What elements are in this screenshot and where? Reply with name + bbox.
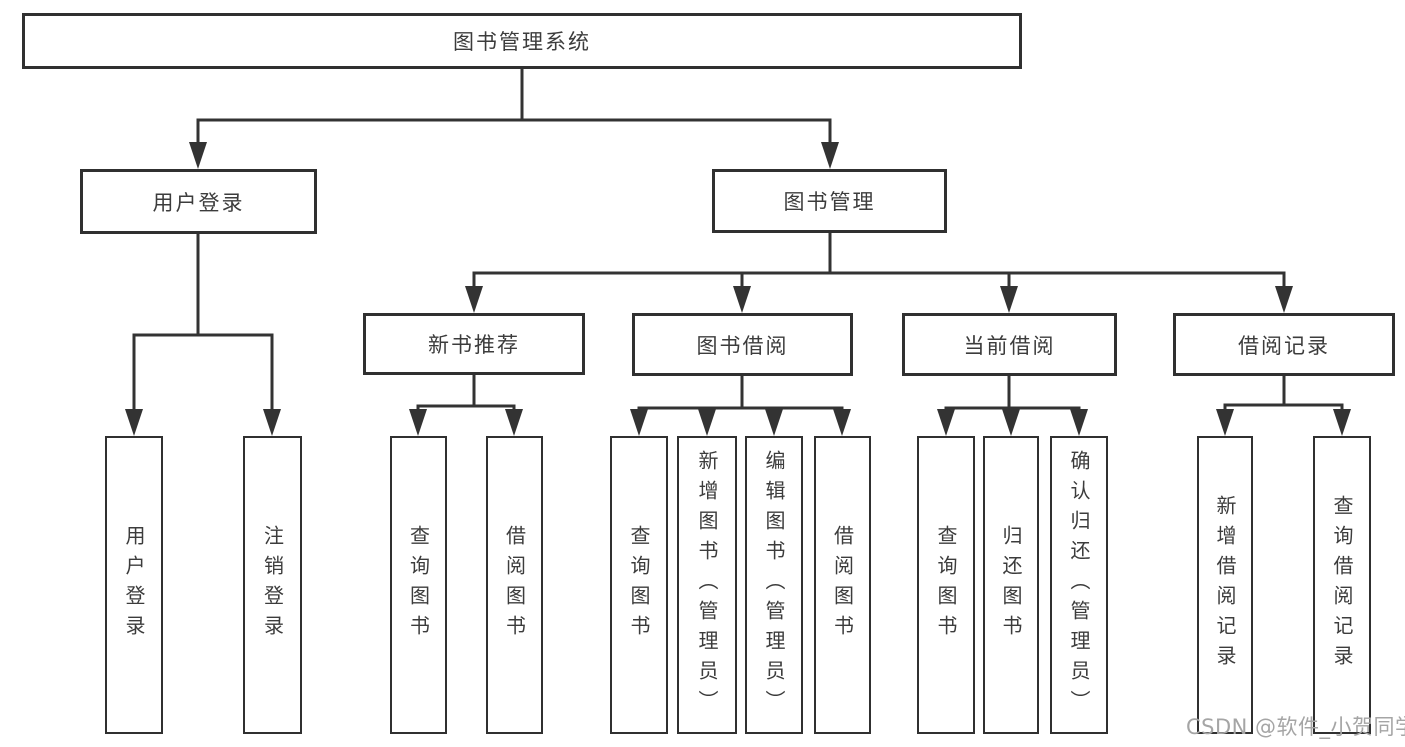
node-user-login: 用户登录	[80, 169, 317, 234]
arrow-down-icon	[1216, 409, 1234, 436]
node-label: 新增借阅记录	[1213, 495, 1237, 675]
node-label: 图书管理系统	[453, 30, 591, 54]
watermark: CSDN @软件_小贺同学	[1186, 715, 1405, 739]
leaf-current-return-books: 归还图书	[983, 436, 1039, 734]
leaf-current-confirm-return-admin: 确认归还（管理员）	[1050, 436, 1108, 734]
node-label: 借阅图书	[830, 525, 855, 645]
node-label: 查询借阅记录	[1330, 495, 1354, 675]
node-label: 查询图书	[406, 525, 431, 645]
node-label: 新增图书（管理员）	[695, 450, 719, 720]
node-label: 当前借阅	[963, 333, 1056, 358]
node-label: 查询图书	[934, 525, 958, 645]
arrow-down-icon	[1333, 409, 1351, 436]
leaf-borrowing-query-books: 查询图书	[610, 436, 668, 734]
connector-borrowing-records-to-leaves	[1216, 374, 1351, 436]
arrow-down-icon	[189, 142, 207, 169]
leaf-records-query-record: 查询借阅记录	[1313, 436, 1371, 734]
arrow-down-icon	[698, 409, 716, 436]
node-label: 编辑图书（管理员）	[762, 450, 786, 720]
node-label: 确认归还（管理员）	[1067, 450, 1091, 720]
arrow-down-icon	[937, 409, 955, 436]
arrow-down-icon	[765, 409, 783, 436]
leaf-borrowing-add-books-admin: 新增图书（管理员）	[677, 436, 737, 734]
arrow-down-icon	[1070, 409, 1088, 436]
leaf-recommend-borrow-books: 借阅图书	[486, 436, 543, 734]
arrow-down-icon	[1275, 286, 1293, 313]
connector-current-borrowing-to-leaves	[937, 374, 1088, 436]
node-label: 归还图书	[999, 525, 1023, 645]
node-label: 图书借阅	[696, 333, 789, 358]
arrow-down-icon	[409, 409, 427, 436]
node-book-management: 图书管理	[712, 169, 947, 233]
node-current-borrowing: 当前借阅	[902, 313, 1117, 376]
arrow-down-icon	[263, 409, 281, 436]
node-label: 图书管理	[783, 190, 876, 214]
arrow-down-icon	[465, 286, 483, 313]
leaf-borrowing-edit-books-admin: 编辑图书（管理员）	[745, 436, 803, 734]
leaf-logout: 注销登录	[243, 436, 302, 734]
connector-user-login-to-leaves	[125, 232, 281, 436]
node-label: 注销登录	[260, 525, 285, 645]
node-label: 新书推荐	[428, 333, 520, 357]
leaf-current-query-books: 查询图书	[917, 436, 975, 734]
connector-new-book-recommend-to-leaves	[409, 373, 523, 436]
connector-book-management-to-level3	[465, 231, 1293, 313]
connector-book-borrowing-to-leaves	[630, 374, 851, 436]
node-book-borrowing: 图书借阅	[632, 313, 853, 376]
arrow-down-icon	[1000, 286, 1018, 313]
connector-root-to-level2	[189, 67, 839, 169]
arrow-down-icon	[505, 409, 523, 436]
arrow-down-icon	[821, 142, 839, 169]
leaf-user-login: 用户登录	[105, 436, 163, 734]
node-label: 用户登录	[152, 190, 245, 215]
node-borrowing-records: 借阅记录	[1173, 313, 1395, 376]
arrow-down-icon	[733, 286, 751, 313]
arrow-down-icon	[833, 409, 851, 436]
node-label: 查询图书	[627, 525, 651, 645]
leaf-borrowing-borrow-books: 借阅图书	[814, 436, 871, 734]
node-label: 借阅记录	[1238, 333, 1330, 358]
leaf-records-add-record: 新增借阅记录	[1197, 436, 1253, 734]
node-new-book-recommend: 新书推荐	[363, 313, 585, 375]
node-label: 用户登录	[122, 525, 146, 645]
leaf-recommend-query-books: 查询图书	[390, 436, 447, 734]
node-root-system: 图书管理系统	[22, 13, 1022, 69]
arrow-down-icon	[125, 409, 143, 436]
arrow-down-icon	[1002, 409, 1020, 436]
node-label: 借阅图书	[502, 525, 527, 645]
arrow-down-icon	[630, 409, 648, 436]
